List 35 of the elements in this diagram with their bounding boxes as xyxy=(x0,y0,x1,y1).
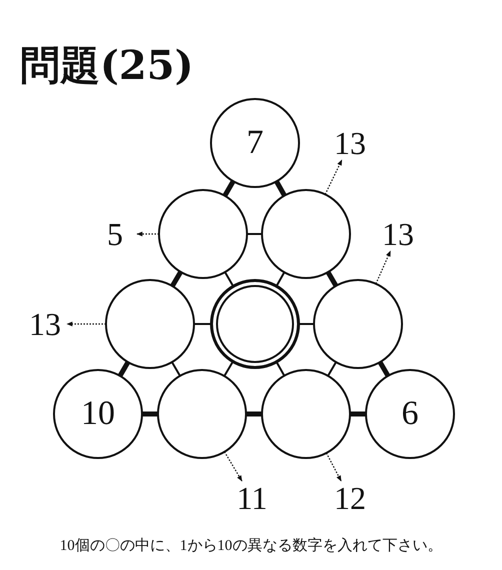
sum-label: 12 xyxy=(328,481,372,515)
connector-bar xyxy=(327,362,337,376)
sum-label: 5 xyxy=(93,217,137,251)
connector-bar xyxy=(274,180,287,197)
arrow xyxy=(66,322,106,326)
sum-label: 13 xyxy=(23,307,67,341)
arrow xyxy=(224,452,242,482)
connector-bar xyxy=(118,360,130,378)
connector-bar xyxy=(276,272,286,286)
sum-label: 13 xyxy=(376,217,420,251)
connector-bar xyxy=(378,360,390,378)
title: 問題(25) xyxy=(20,41,194,91)
connector-bar xyxy=(224,272,234,286)
instruction-text: 10個の〇の中に、1から10の異なる数字を入れて下さい。 xyxy=(60,538,442,554)
arrow xyxy=(375,250,391,284)
arrow xyxy=(136,232,159,236)
connector-bar xyxy=(246,412,262,416)
number-circle: 10 xyxy=(53,369,143,459)
sum-label: 11 xyxy=(230,481,274,515)
connector-bar xyxy=(350,412,366,416)
connector-bar xyxy=(299,323,314,325)
connector-bar xyxy=(222,180,236,198)
connector-bar xyxy=(142,412,158,416)
connector-bar xyxy=(276,362,286,376)
connector-bar xyxy=(171,362,181,376)
connector-bar xyxy=(194,323,211,325)
connector-bar xyxy=(247,233,262,235)
arrow xyxy=(324,159,342,195)
sum-label: 13 xyxy=(328,126,372,160)
number-circle: 6 xyxy=(365,369,455,459)
number-circle: 7 xyxy=(210,98,300,188)
connector-bar xyxy=(326,270,338,288)
arrow xyxy=(326,452,342,482)
connector-bar xyxy=(223,361,234,377)
connector-bar xyxy=(170,270,183,288)
